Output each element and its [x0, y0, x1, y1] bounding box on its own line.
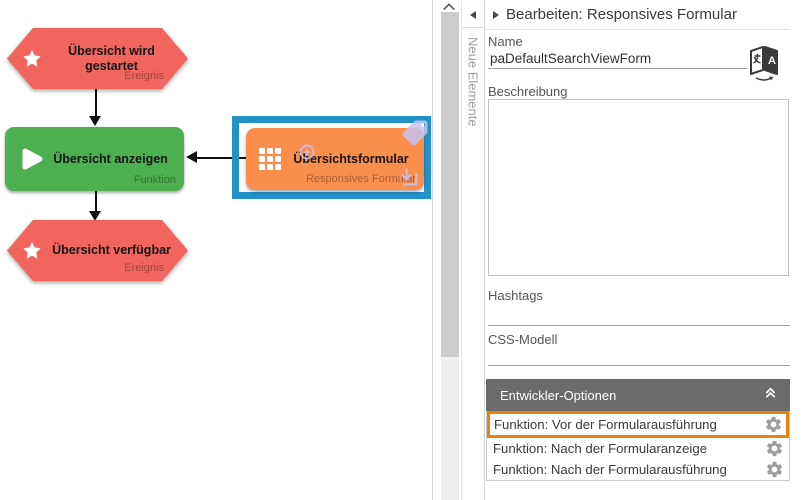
- name-input[interactable]: [488, 49, 747, 69]
- node-type-label: Ereignis: [124, 262, 164, 274]
- connector-line: [95, 191, 97, 212]
- css-model-label: CSS-Modell: [488, 332, 558, 347]
- node-show-function[interactable]: Übersicht anzeigen Funktion: [5, 127, 184, 191]
- description-textarea[interactable]: [488, 99, 789, 276]
- connector-line: [95, 89, 97, 117]
- canvas-vertical-scrollbar: [434, 0, 461, 500]
- developer-options-header[interactable]: Entwickler-Optionen: [486, 379, 790, 411]
- new-elements-panel-tab[interactable]: Neue Elemente: [461, 0, 485, 500]
- node-type-label: Ereignis: [124, 70, 164, 82]
- import-icon: [398, 166, 420, 193]
- node-type-label: Responsives Formular: [305, 173, 416, 185]
- workflow-canvas[interactable]: Übersicht wird gestartet Ereignis Übersi…: [0, 0, 433, 500]
- collapse-section-icon[interactable]: [763, 385, 778, 405]
- play-icon: [19, 145, 45, 173]
- tag-icon: [400, 118, 430, 153]
- gear-icon[interactable]: [764, 415, 783, 434]
- dev-option-row-before-execution[interactable]: Funktion: Vor der Formularausführung: [487, 411, 789, 438]
- connector-line: [197, 157, 247, 159]
- panel-title: Bearbeiten: Responsives Formular: [506, 6, 737, 23]
- dev-option-row-after-display[interactable]: Funktion: Nach der Formularanzeige: [487, 438, 789, 459]
- developer-options-title: Entwickler-Optionen: [500, 387, 617, 403]
- scrollbar-track[interactable]: [441, 357, 459, 500]
- hashtags-label: Hashtags: [488, 288, 543, 303]
- edit-properties-panel: Bearbeiten: Responsives Formular Name A …: [485, 0, 811, 500]
- node-start-event[interactable]: Übersicht wird gestartet Ereignis: [7, 28, 188, 89]
- connector-arrowhead: [89, 116, 101, 126]
- node-form[interactable]: Übersichtsformular Responsives Formular: [246, 120, 428, 193]
- node-title: Übersicht verfügbar: [52, 243, 171, 258]
- node-title: Übersichtsformular: [293, 151, 409, 166]
- gear-icon[interactable]: [765, 460, 784, 479]
- connector-arrowhead: [89, 211, 101, 221]
- star-icon: [21, 48, 43, 70]
- scroll-up-icon[interactable]: [441, 1, 457, 12]
- name-label: Name: [488, 34, 523, 49]
- css-model-input[interactable]: [488, 346, 790, 366]
- divider: [462, 27, 484, 28]
- new-elements-label: Neue Elemente: [465, 37, 481, 127]
- node-title: Übersicht wird gestartet: [68, 43, 155, 73]
- connector-arrowhead: [186, 151, 197, 163]
- panel-header: Bearbeiten: Responsives Formular: [485, 0, 790, 30]
- dev-option-row-after-execution[interactable]: Funktion: Nach der Formularausführung: [487, 459, 789, 480]
- collapse-left-icon[interactable]: [470, 11, 476, 19]
- developer-options-list: Funktion: Vor der Formularausführung Fun…: [486, 411, 790, 481]
- hashtags-input[interactable]: [488, 306, 790, 326]
- selection-box: [232, 116, 431, 199]
- translate-icon[interactable]: A: [747, 43, 781, 83]
- gear-icon[interactable]: [765, 439, 784, 458]
- expand-right-icon[interactable]: [493, 11, 499, 19]
- grid-icon: [258, 147, 282, 171]
- node-type-label: Funktion: [133, 174, 176, 186]
- circle-plus-icon: [298, 143, 316, 166]
- scrollbar-thumb[interactable]: [441, 12, 459, 357]
- svg-text:A: A: [768, 55, 776, 67]
- star-icon: [21, 240, 43, 262]
- node-available-event[interactable]: Übersicht verfügbar Ereignis: [7, 220, 188, 281]
- description-label: Beschreibung: [488, 84, 568, 99]
- node-title: Übersicht anzeigen: [53, 151, 168, 166]
